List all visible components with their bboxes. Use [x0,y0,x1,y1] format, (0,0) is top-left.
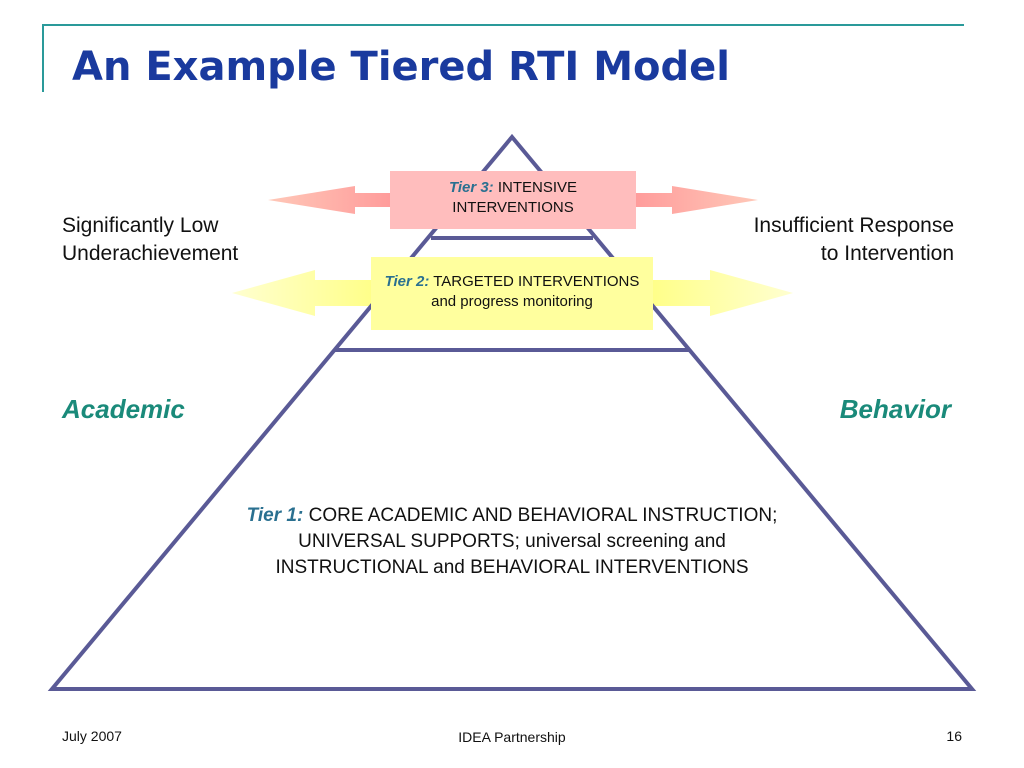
right-label-line2: to Intervention [820,242,954,265]
academic-label: Academic [62,394,185,424]
tier2-arrow-left [232,270,375,316]
tier3-line2: INTERVENTIONS [452,199,574,216]
pyramid-outline [47,133,977,691]
tier2-name: Tier 2: [384,273,430,290]
left-label-line1: Significantly Low [62,214,219,237]
footer-date: July 2007 [62,728,122,744]
tier3-line1: INTENSIVE [497,179,578,196]
frame-top-line [42,24,964,26]
left-side-label: Significantly Low Underachievement [62,212,238,268]
tier3-name: Tier 3: [448,179,494,196]
tier2-line1: TARGETED INTERVENTIONS [433,273,640,290]
left-label-line2: Underachievement [62,242,239,265]
tier3-arrow-left [268,186,395,214]
right-side-label: Insufficient Response to Intervention [754,212,954,268]
right-label-line1: Insufficient Response [753,214,954,237]
tier2-box: Tier 2: TARGETED INTERVENTIONS and progr… [371,257,653,330]
tier1-text: CORE ACADEMIC AND BEHAVIORAL INSTRUCTION… [275,505,778,578]
tier1-name: Tier 1: [246,505,304,526]
tier3-box: Tier 3: INTENSIVE INTERVENTIONS [390,171,636,229]
footer-page-number: 16 [946,728,962,744]
tier2-arrow-right [650,270,793,316]
behavior-label: Behavior [839,394,951,424]
tier1-description: Tier 1: CORE ACADEMIC AND BEHAVIORAL INS… [232,503,792,581]
tier3-arrow-right [630,186,758,214]
frame-left-line [42,24,44,92]
slide-title: An Example Tiered RTI Model [72,44,730,90]
footer-organization: IDEA Partnership [458,729,566,745]
tier2-line2: and progress monitoring [431,293,593,310]
